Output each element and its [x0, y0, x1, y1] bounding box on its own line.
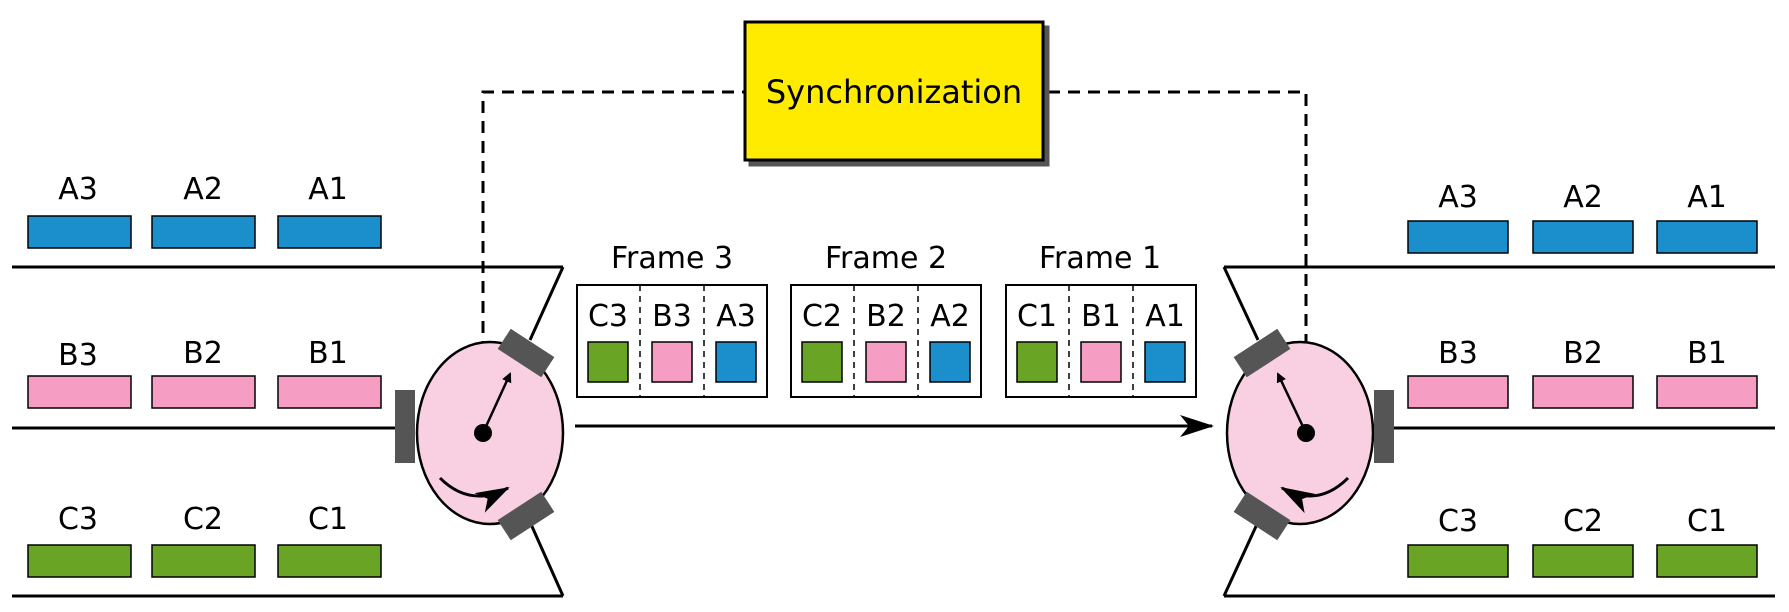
left-slot-label: C3 [58, 502, 98, 537]
frame-slot-a2 [929, 341, 971, 383]
right-slot-c1 [1656, 544, 1758, 578]
left-slot-c3 [27, 544, 132, 578]
sync-link-right [1048, 90, 1308, 433]
right-slot-c2 [1532, 544, 1634, 578]
left-slot-b1 [277, 375, 382, 409]
left-slot-c2 [151, 544, 256, 578]
right-slot-label: A2 [1563, 180, 1603, 215]
multiplexer-rotation-arrow-icon [438, 476, 510, 513]
frame-slot-label: B2 [866, 299, 906, 334]
right-funnel-top [1222, 266, 1260, 341]
demultiplexer-pointer-icon [1276, 372, 1308, 434]
right-slot-a3 [1407, 220, 1509, 254]
multiplexer [395, 328, 565, 541]
right-slot-label: B3 [1438, 336, 1478, 371]
demultiplexer-contact-a [1233, 328, 1291, 378]
right-funnel-bottom [1222, 521, 1260, 597]
left-slot-a1 [277, 215, 382, 249]
multiplexer-pointer-icon [481, 372, 512, 434]
right-slot-label: C1 [1687, 504, 1727, 539]
right-slot-a1 [1656, 220, 1758, 254]
left-slot-a2 [151, 215, 256, 249]
frame-slot-label: A2 [930, 299, 970, 334]
right-slot-a2 [1532, 220, 1634, 254]
sync-label: Synchronization [766, 73, 1022, 111]
demultiplexer-contact-b [1374, 390, 1394, 463]
multiplexer-contact-b [395, 390, 415, 463]
sync-box: Synchronization [743, 20, 1045, 162]
frame-label: Frame 3 [611, 241, 733, 276]
frame-slot-c3 [587, 341, 629, 383]
frame-slot-label: C3 [588, 299, 628, 334]
left-slot-label: B2 [183, 336, 223, 371]
left-slot-label: A1 [308, 172, 348, 207]
frame-slot-b3 [651, 341, 693, 383]
left-funnel-bottom [528, 521, 565, 597]
frame-slot-label: A1 [1145, 299, 1185, 334]
right-slot-label: A3 [1438, 180, 1478, 215]
frame-2: Frame 2 C2 B2 A2 [790, 241, 982, 398]
frame-slot-b2 [865, 341, 907, 383]
right-slot-label: B1 [1687, 336, 1727, 371]
left-slot-label: C1 [308, 502, 348, 537]
right-slot-label: B2 [1563, 336, 1603, 371]
demultiplexer-contact-c [1233, 491, 1291, 541]
left-slot-label: B1 [308, 336, 348, 371]
left-inputs: A3 A2 A1 B3 B2 B1 C3 C2 C1 [27, 172, 382, 578]
multiplexer-contact-c [497, 491, 555, 541]
frame-slot-label: C1 [1017, 299, 1057, 334]
demultiplexer [1225, 328, 1394, 541]
sync-box-rect [743, 20, 1045, 162]
frame-3: Frame 3 C3 B3 A3 [576, 241, 768, 398]
right-slot-b3 [1407, 375, 1509, 409]
frame-label: Frame 2 [825, 241, 947, 276]
left-slot-label: B3 [58, 338, 98, 373]
left-slot-a3 [27, 215, 132, 249]
frame-slot-label: C2 [802, 299, 842, 334]
left-funnel-top [528, 266, 565, 341]
frame-1: Frame 1 C1 B1 A1 [1005, 241, 1197, 398]
left-slot-label: A3 [58, 172, 98, 207]
left-slot-c1 [277, 544, 382, 578]
frame-slot-c2 [801, 341, 843, 383]
multiplexer-contact-a [497, 328, 555, 378]
right-slot-label: C3 [1438, 504, 1478, 539]
left-slot-label: C2 [183, 502, 223, 537]
frame-slot-c1 [1016, 341, 1058, 383]
right-slot-c3 [1407, 544, 1509, 578]
left-slot-b2 [151, 375, 256, 409]
frame-slot-label: B1 [1081, 299, 1121, 334]
sync-link-left [481, 90, 745, 433]
right-slot-label: C2 [1563, 504, 1603, 539]
frame-slot-b1 [1080, 341, 1122, 383]
left-slot-label: A2 [183, 172, 223, 207]
frame-label: Frame 1 [1039, 241, 1161, 276]
frame-slot-label: A3 [716, 299, 756, 334]
frame-slot-a3 [715, 341, 757, 383]
demultiplexer-rotation-arrow-icon [1280, 476, 1350, 514]
right-slot-label: A1 [1687, 180, 1727, 215]
frame-slot-label: B3 [652, 299, 692, 334]
left-slot-b3 [27, 375, 132, 409]
right-slot-b2 [1532, 375, 1634, 409]
right-outputs: A3 A2 A1 B3 B2 B1 C3 C2 C1 [1407, 180, 1758, 578]
right-slot-b1 [1656, 375, 1758, 409]
frame-slot-a1 [1144, 341, 1186, 383]
